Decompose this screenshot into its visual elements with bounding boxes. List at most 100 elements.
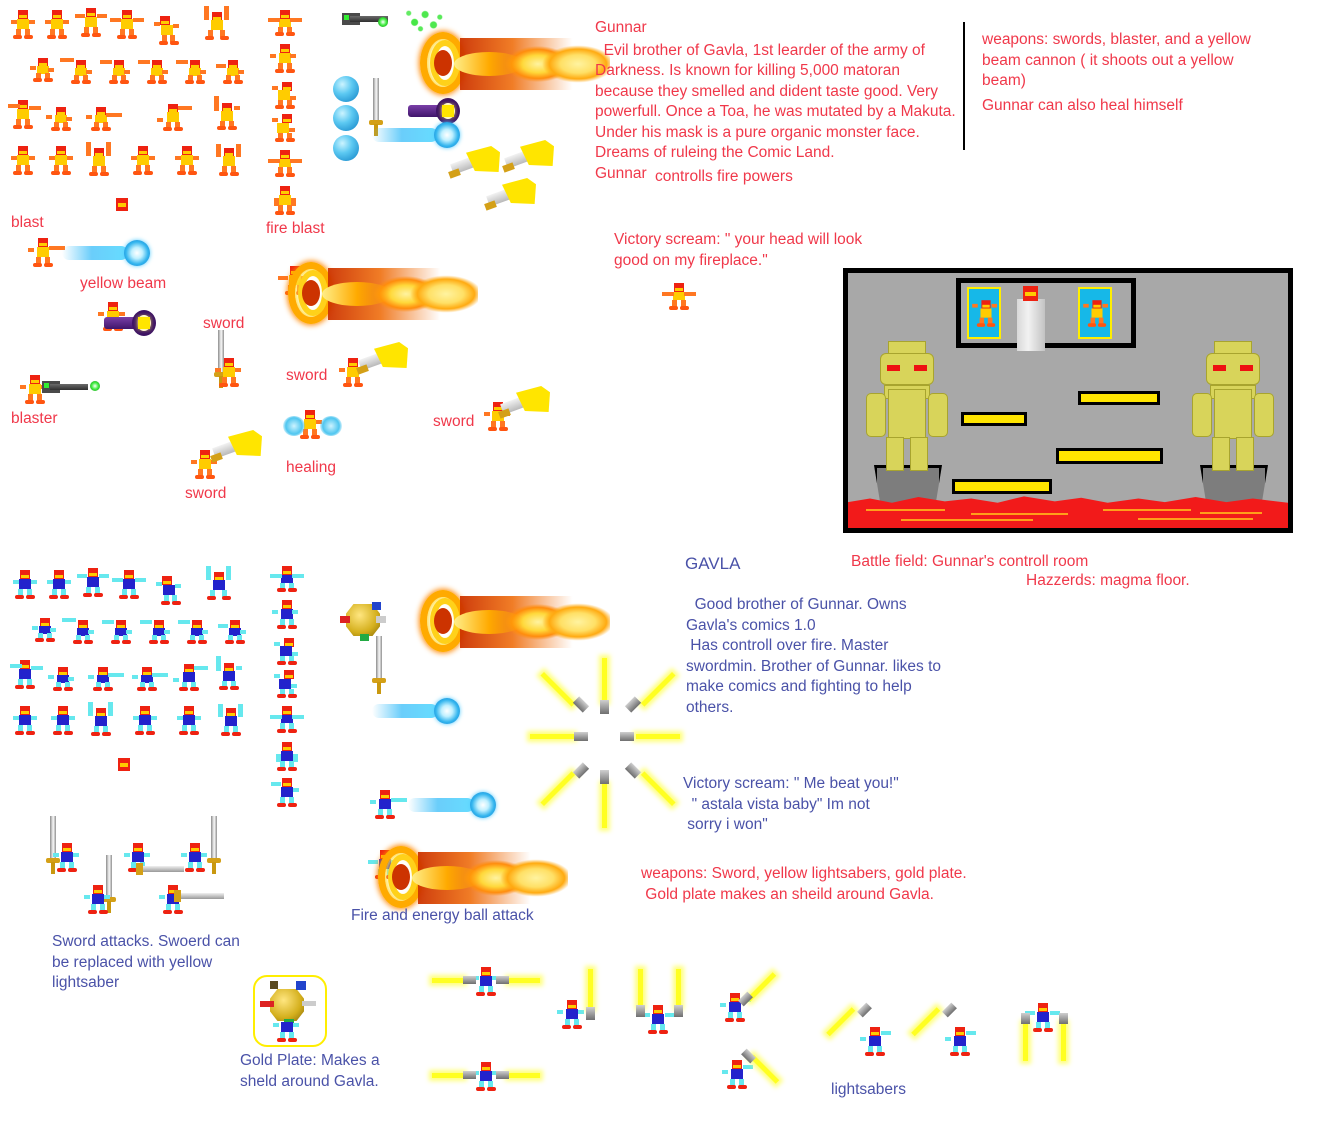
sprite-gavla [274, 636, 300, 666]
green-spark-icon [90, 381, 100, 391]
gunnar-info-block: Gunnar Evil brother of Gavla, 1st learde… [595, 18, 965, 186]
sprite-gavla [32, 616, 58, 646]
sprite-gavla [140, 616, 172, 646]
sprite-gunnar [138, 56, 170, 86]
sword-guard [174, 890, 181, 902]
sprite-gunnar [270, 44, 298, 74]
lightsaber-icon [616, 750, 676, 806]
lightsaber-icon [494, 1070, 540, 1080]
sprite-gunnar [216, 142, 242, 176]
sprite-gunnar [272, 186, 298, 216]
gavla-description: Good brother of Gunnar. Owns Gavla's com… [686, 596, 942, 716]
battlefield-caption-1: Battle field: Gunnar's controll room [851, 553, 1089, 570]
gold-plate-icon [340, 600, 386, 642]
yellow-sword-icon [448, 146, 510, 186]
sprite-gunnar [154, 16, 182, 46]
gavla-name: GAVLA [685, 554, 741, 573]
gunnar-sprite-grid [8, 6, 258, 211]
sprite-gavla-energy-ball [370, 790, 407, 820]
gunnar-powers-name: Gunnar [595, 164, 647, 182]
sprite-gunnar [268, 10, 302, 40]
sprite-gavla [62, 616, 96, 646]
sprite-gunnar [176, 56, 208, 86]
sprite-gavla [274, 742, 300, 772]
battlefield-image [843, 268, 1293, 533]
sprite-gavla-sword-attack [84, 885, 111, 915]
lightsaber-starburst [530, 658, 690, 828]
lightsaber-icon [530, 730, 592, 742]
sprite-gavla-lightsaber [945, 1027, 976, 1057]
lightsaber-icon [618, 730, 680, 742]
sprite-gunnar [86, 142, 112, 176]
beam-cannon-icon [408, 98, 460, 124]
sprite-gavla-sword-attack [53, 843, 80, 873]
sprite-gavla [270, 706, 304, 736]
energy-blast-icon [372, 122, 460, 148]
healing-aura-left [283, 416, 305, 436]
sprite-gavla-lightsaber [640, 1005, 675, 1035]
sprite-gunnar [204, 6, 230, 40]
gold-plate-shield-outline [253, 975, 327, 1047]
gunnar-description: Evil brother of Gavla, 1st learder of th… [595, 41, 956, 162]
gunnar-name: Gunnar [595, 19, 647, 36]
sword-icon [102, 855, 116, 913]
sword-icon [46, 816, 60, 874]
lightsaber-icon [634, 969, 646, 1019]
gunnar-heal: Gunnar can also heal himself [982, 96, 1183, 114]
sprite-gunnar [48, 146, 74, 176]
gunnar-weapons-block: weapons: swords, blaster, and a yellow b… [982, 30, 1282, 116]
sprite-gavla [173, 662, 208, 692]
sprite-gavla-sword-attack [181, 843, 208, 873]
sprite-gunnar-blast [28, 238, 65, 268]
lightsaber-icon [672, 969, 684, 1019]
sword-icon [207, 816, 221, 874]
sprite-gavla [216, 656, 242, 690]
lightsaber-icon [1019, 1013, 1031, 1065]
yellow-sword-icon [356, 342, 418, 382]
gavla-sprite-column [270, 566, 324, 807]
vertical-divider [963, 22, 965, 150]
sprite-gunnar [60, 56, 94, 86]
sword-blade-horizontal [140, 866, 184, 872]
energy-ball-icon [372, 698, 460, 724]
blast-effect [62, 240, 150, 266]
sprite-gunnar [216, 56, 246, 86]
sprite-gavla-lightsaber [860, 1027, 891, 1057]
green-spark-icon [378, 17, 388, 27]
sprite-gunnar [10, 10, 36, 40]
yellow-sword-icon [484, 178, 546, 218]
energy-orb-icon [333, 135, 359, 161]
blaster-gun [42, 381, 88, 395]
label-fire-blast: fire blast [266, 220, 325, 237]
lightsaber-icon [584, 969, 596, 1023]
label-sword-1: sword [203, 315, 245, 332]
gunnar-powers-text: controlls fire powers [655, 167, 793, 185]
sprite-gavla [10, 660, 43, 690]
gavla-fire-energy-label: Fire and energy ball attack [351, 907, 534, 924]
lightsaber-icon [540, 750, 600, 806]
sprite-gavla [178, 616, 210, 646]
battlefield-magma-floor [848, 496, 1288, 528]
sprite-gunnar [10, 146, 36, 176]
sprite-gunnar [130, 146, 156, 176]
sword-blade-horizontal [178, 893, 224, 899]
label-sword-2: sword [185, 485, 227, 502]
sprite-gunnar [268, 150, 302, 180]
sprite-gunnar [110, 10, 144, 40]
sprite-gavla [132, 706, 158, 736]
sprite-gunnar [44, 10, 70, 40]
sprite-gunnar-victory [662, 283, 696, 313]
sprite-gavla-lightsaber [722, 1060, 753, 1090]
sprite-gunnar [8, 100, 41, 130]
label-healing: healing [286, 459, 336, 476]
battlefield-platform [952, 479, 1052, 494]
sprite-gavla [272, 600, 300, 630]
lightsaber-icon [826, 1000, 874, 1040]
label-blast: blast [11, 214, 44, 231]
sprite-gunnar [30, 56, 56, 86]
lightsaber-icon [616, 672, 676, 728]
gunnar-sprite-column [268, 10, 322, 215]
sprite-gavla [218, 616, 248, 646]
sprite-gavla [156, 576, 184, 606]
label-blaster: blaster [11, 410, 58, 427]
